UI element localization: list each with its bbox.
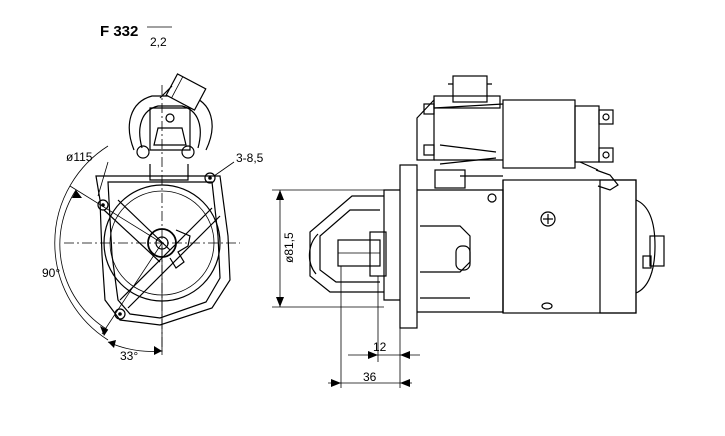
pinion-length-label: 36 [363, 370, 377, 384]
front-view [54, 73, 240, 355]
angle-33-label: 33° [120, 349, 138, 363]
mounting-holes-label: 3-8,5 [236, 151, 264, 165]
housing-diameter-label: ø115 [66, 150, 93, 164]
angle-90-label: 90° [42, 266, 60, 280]
side-dimensions [272, 189, 420, 388]
flange-offset-label: 12 [373, 340, 387, 354]
rating-label: 2,2 [150, 35, 167, 49]
model-title: F 332 [100, 23, 138, 40]
pinion-diameter-label: ø81,5 [282, 232, 296, 263]
side-view [308, 75, 665, 329]
